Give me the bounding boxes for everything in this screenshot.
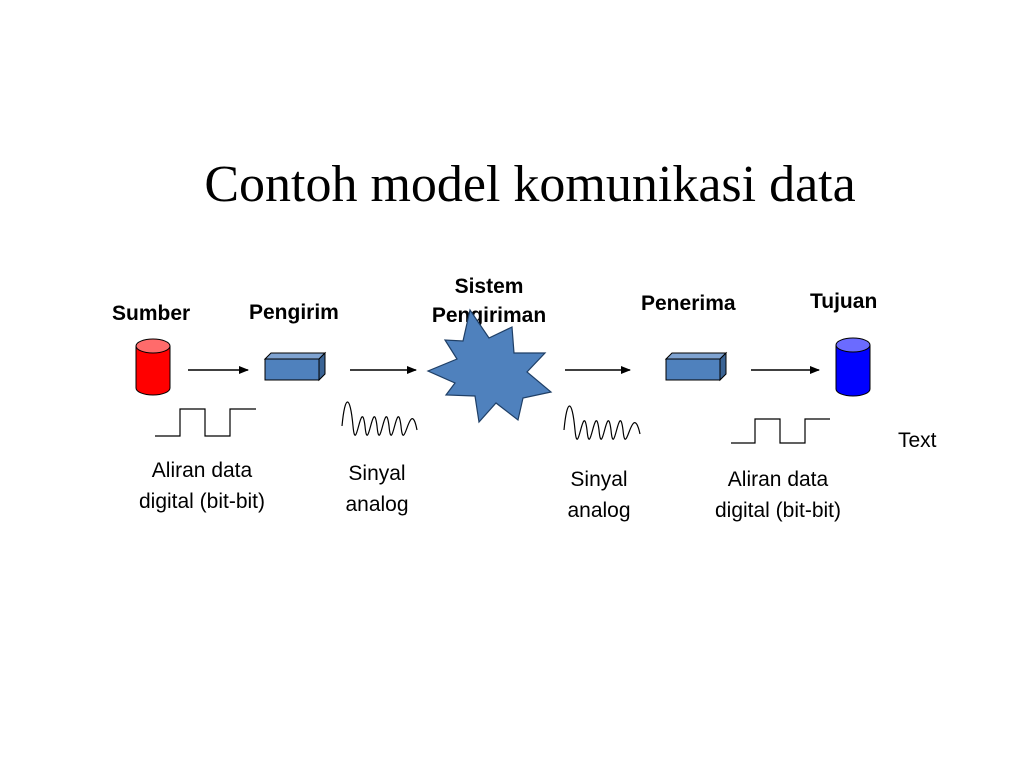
analog-sine-wave-icon	[341, 401, 418, 436]
caption-analog-1-line1: Sinyal	[348, 462, 406, 485]
label-pengirim: Pengirim	[249, 301, 339, 324]
caption-digital-1-line2: digital (bit-bit)	[138, 490, 266, 513]
transmission-system-star-icon	[426, 308, 553, 424]
digital-square-wave-icon	[155, 408, 256, 437]
caption-analog-1: Sinyal analog	[326, 458, 428, 520]
caption-digital-1: Aliran data digital (bit-bit)	[124, 455, 280, 517]
digital-square-wave-icon	[731, 418, 830, 444]
caption-analog-2: Sinyal analog	[548, 464, 650, 526]
analog-sine-wave-icon	[563, 405, 641, 440]
caption-analog-2-line1: Sinyal	[570, 468, 628, 491]
caption-analog-1-line2: analog	[345, 493, 409, 516]
transmitter-box-icon	[263, 351, 327, 382]
caption-digital-2-line1: Aliran data	[727, 468, 829, 491]
label-sistem-line2: Pengiriman	[431, 304, 547, 327]
caption-digital-2-line2: digital (bit-bit)	[714, 499, 842, 522]
caption-digital-2: Aliran data digital (bit-bit)	[700, 464, 856, 526]
label-penerima: Penerima	[641, 292, 736, 315]
caption-analog-2-line2: analog	[567, 499, 631, 522]
label-sistem-pengiriman: Sistem Pengiriman	[414, 272, 564, 330]
caption-digital-1-line1: Aliran data	[151, 459, 253, 482]
receiver-box-icon	[664, 351, 728, 382]
label-tujuan: Tujuan	[810, 290, 878, 313]
extra-text-placeholder: Text	[898, 429, 937, 452]
source-database-cylinder-icon	[135, 338, 171, 396]
destination-database-cylinder-icon	[835, 337, 871, 397]
slide-title: Contoh model komunikasi data	[204, 156, 856, 213]
label-sistem-line1: Sistem	[454, 275, 524, 298]
label-sumber: Sumber	[112, 302, 191, 325]
